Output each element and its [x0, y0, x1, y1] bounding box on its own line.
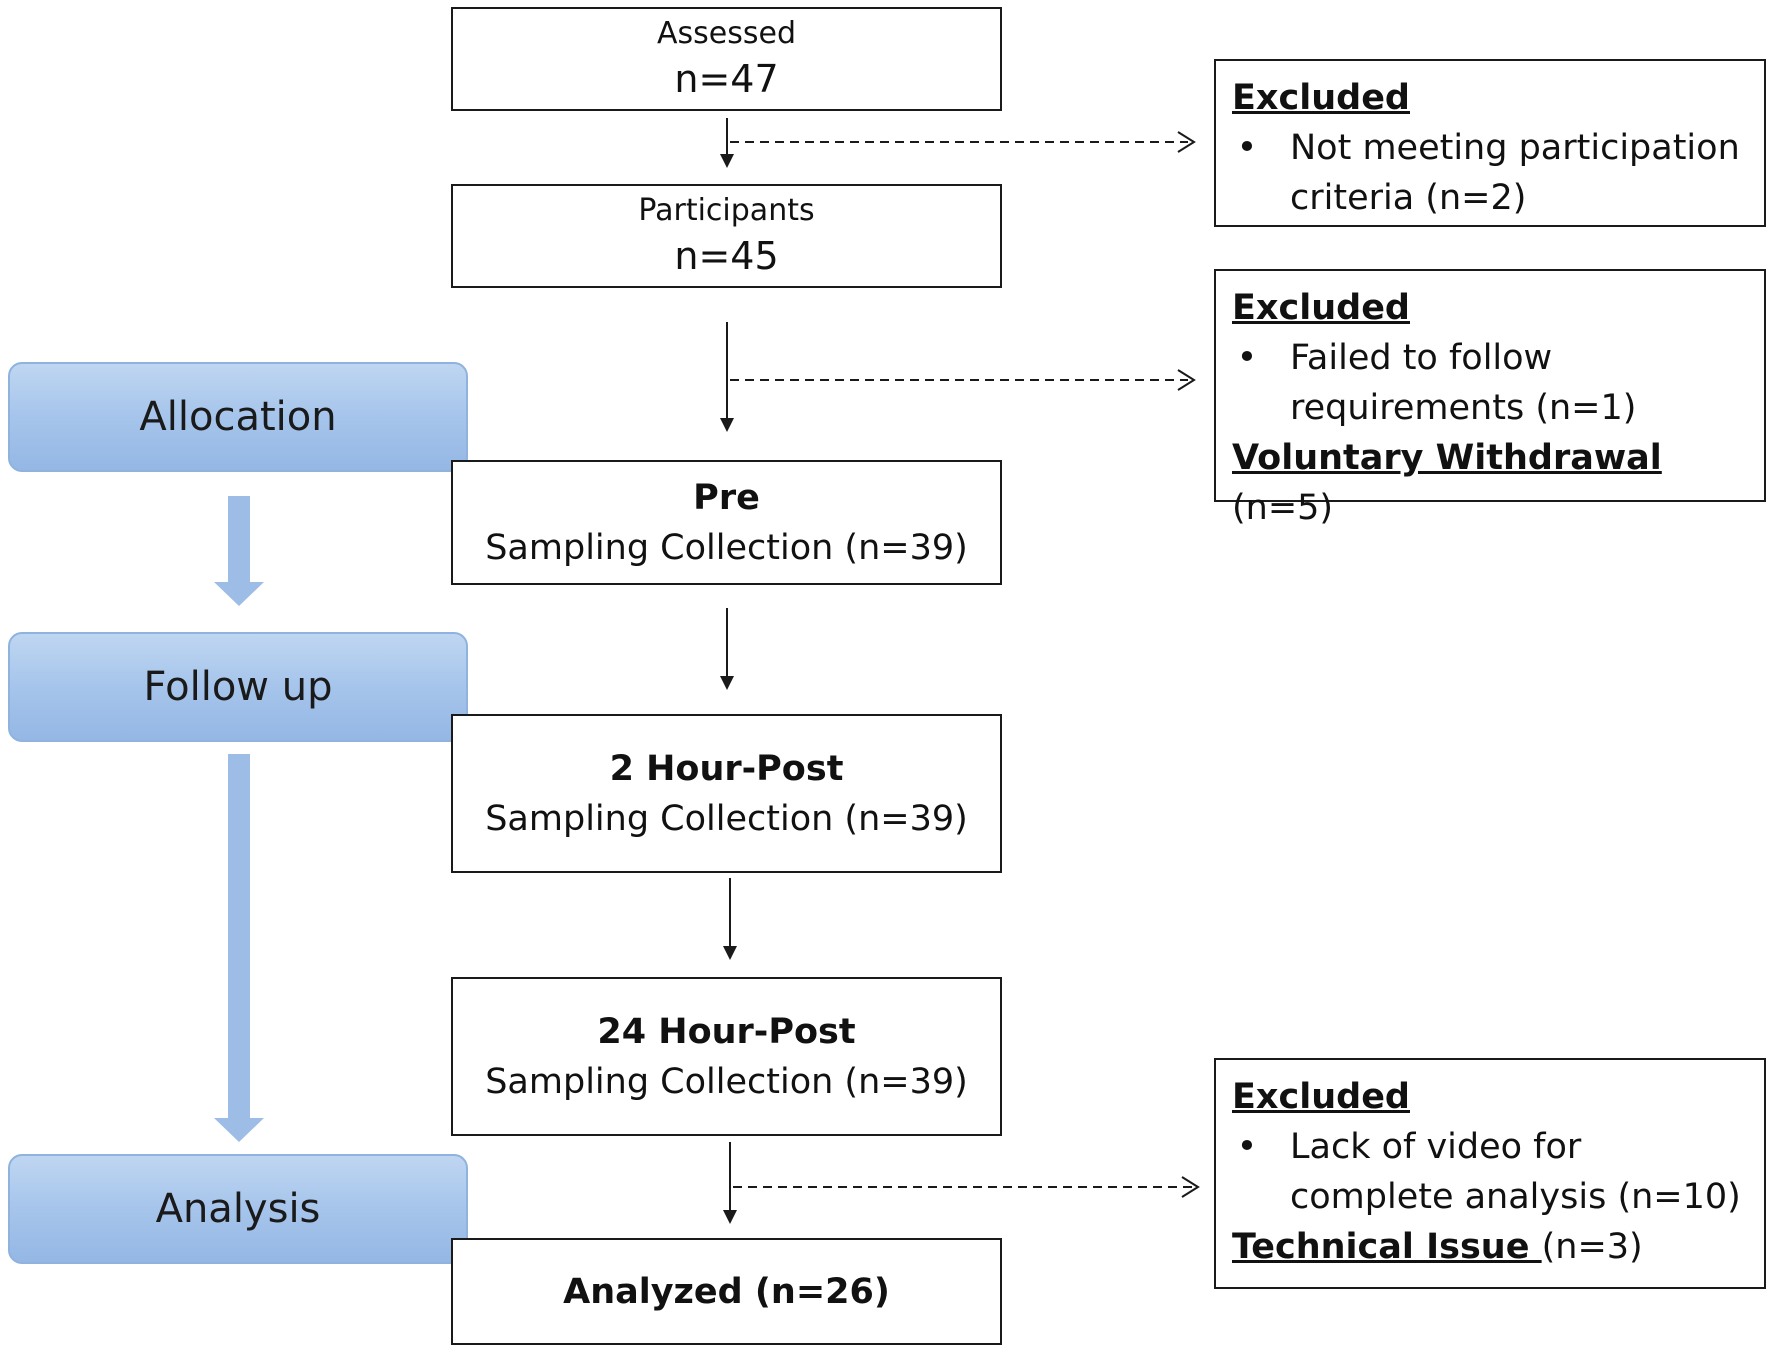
excluded-3-heading: Excluded — [1232, 1077, 1410, 1117]
participants-count: n=45 — [674, 234, 779, 278]
participants-label: Participants — [638, 193, 815, 228]
stage-analysis: Analysis — [8, 1154, 468, 1264]
excluded-3-reason: Lack of video for complete analysis (n=1… — [1290, 1127, 1741, 1217]
stage-allocation: Allocation — [8, 362, 468, 472]
stage-arrow-allocation-to-followup — [214, 496, 264, 606]
bullet-icon: • — [1236, 338, 1258, 378]
bullet-icon: • — [1236, 128, 1258, 168]
technical-issue-count: (n=3) — [1541, 1227, 1643, 1267]
technical-issue-label: Technical Issue — [1232, 1227, 1542, 1267]
excluded-box-1: Excluded • Not meeting participation cri… — [1214, 59, 1766, 227]
post-2h-title: 2 Hour-Post — [609, 748, 844, 789]
pre-box: Pre Sampling Collection (n=39) — [451, 460, 1002, 585]
excluded-1-reason: Not meeting participation criteria (n=2) — [1290, 128, 1740, 218]
participants-box: Participants n=45 — [451, 184, 1002, 288]
assessed-label: Assessed — [657, 16, 796, 51]
bullet-icon: • — [1236, 1127, 1258, 1167]
stage-arrow-followup-to-analysis — [214, 754, 264, 1142]
post-24h-title: 24 Hour-Post — [597, 1011, 856, 1052]
post-2h-subtitle: Sampling Collection (n=39) — [485, 798, 968, 839]
assessed-count: n=47 — [674, 57, 779, 101]
excluded-2-reason: Failed to follow requirements (n=1) — [1290, 338, 1637, 428]
post-2h-box: 2 Hour-Post Sampling Collection (n=39) — [451, 714, 1002, 873]
pre-title: Pre — [693, 477, 760, 518]
post-24h-subtitle: Sampling Collection (n=39) — [485, 1061, 968, 1102]
excluded-1-heading: Excluded — [1232, 78, 1410, 118]
pre-subtitle: Sampling Collection (n=39) — [485, 527, 968, 568]
assessed-box: Assessed n=47 — [451, 7, 1002, 111]
post-24h-box: 24 Hour-Post Sampling Collection (n=39) — [451, 977, 1002, 1136]
excluded-box-2: Excluded • Failed to follow requirements… — [1214, 269, 1766, 528]
stage-follow-up: Follow up — [8, 632, 468, 742]
excluded-2-heading: Excluded — [1232, 288, 1410, 328]
voluntary-withdrawal-label: Voluntary Withdrawal — [1232, 438, 1662, 478]
analyzed-title: Analyzed (n=26) — [563, 1271, 890, 1312]
analyzed-box: Analyzed (n=26) — [451, 1238, 1002, 1345]
voluntary-withdrawal-count: (n=5) — [1232, 488, 1334, 528]
excluded-box-3: Excluded • Lack of video for complete an… — [1214, 1058, 1766, 1289]
